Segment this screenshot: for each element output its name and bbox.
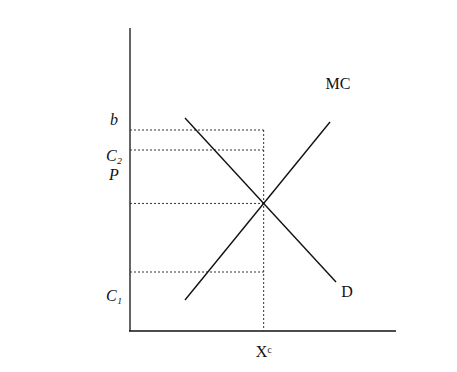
axis-value-label: b bbox=[110, 112, 118, 128]
price-axis bbox=[129, 28, 130, 331]
quantity-axis bbox=[129, 330, 396, 331]
demand-curve bbox=[185, 118, 336, 282]
quantity-guide bbox=[263, 130, 264, 331]
axis-value-label: C₂ bbox=[106, 148, 122, 164]
curve-label: MC bbox=[326, 76, 351, 92]
axis-value-label: P bbox=[109, 167, 119, 183]
axis-value-label: C₁ bbox=[106, 288, 122, 304]
c1-guide bbox=[130, 272, 264, 273]
marginal-cost-curve bbox=[185, 122, 330, 300]
price-guide bbox=[130, 203, 264, 204]
curve-label: D bbox=[341, 284, 353, 300]
c2-guide bbox=[130, 150, 264, 151]
axis-value-label: Xᶜ bbox=[256, 344, 272, 360]
